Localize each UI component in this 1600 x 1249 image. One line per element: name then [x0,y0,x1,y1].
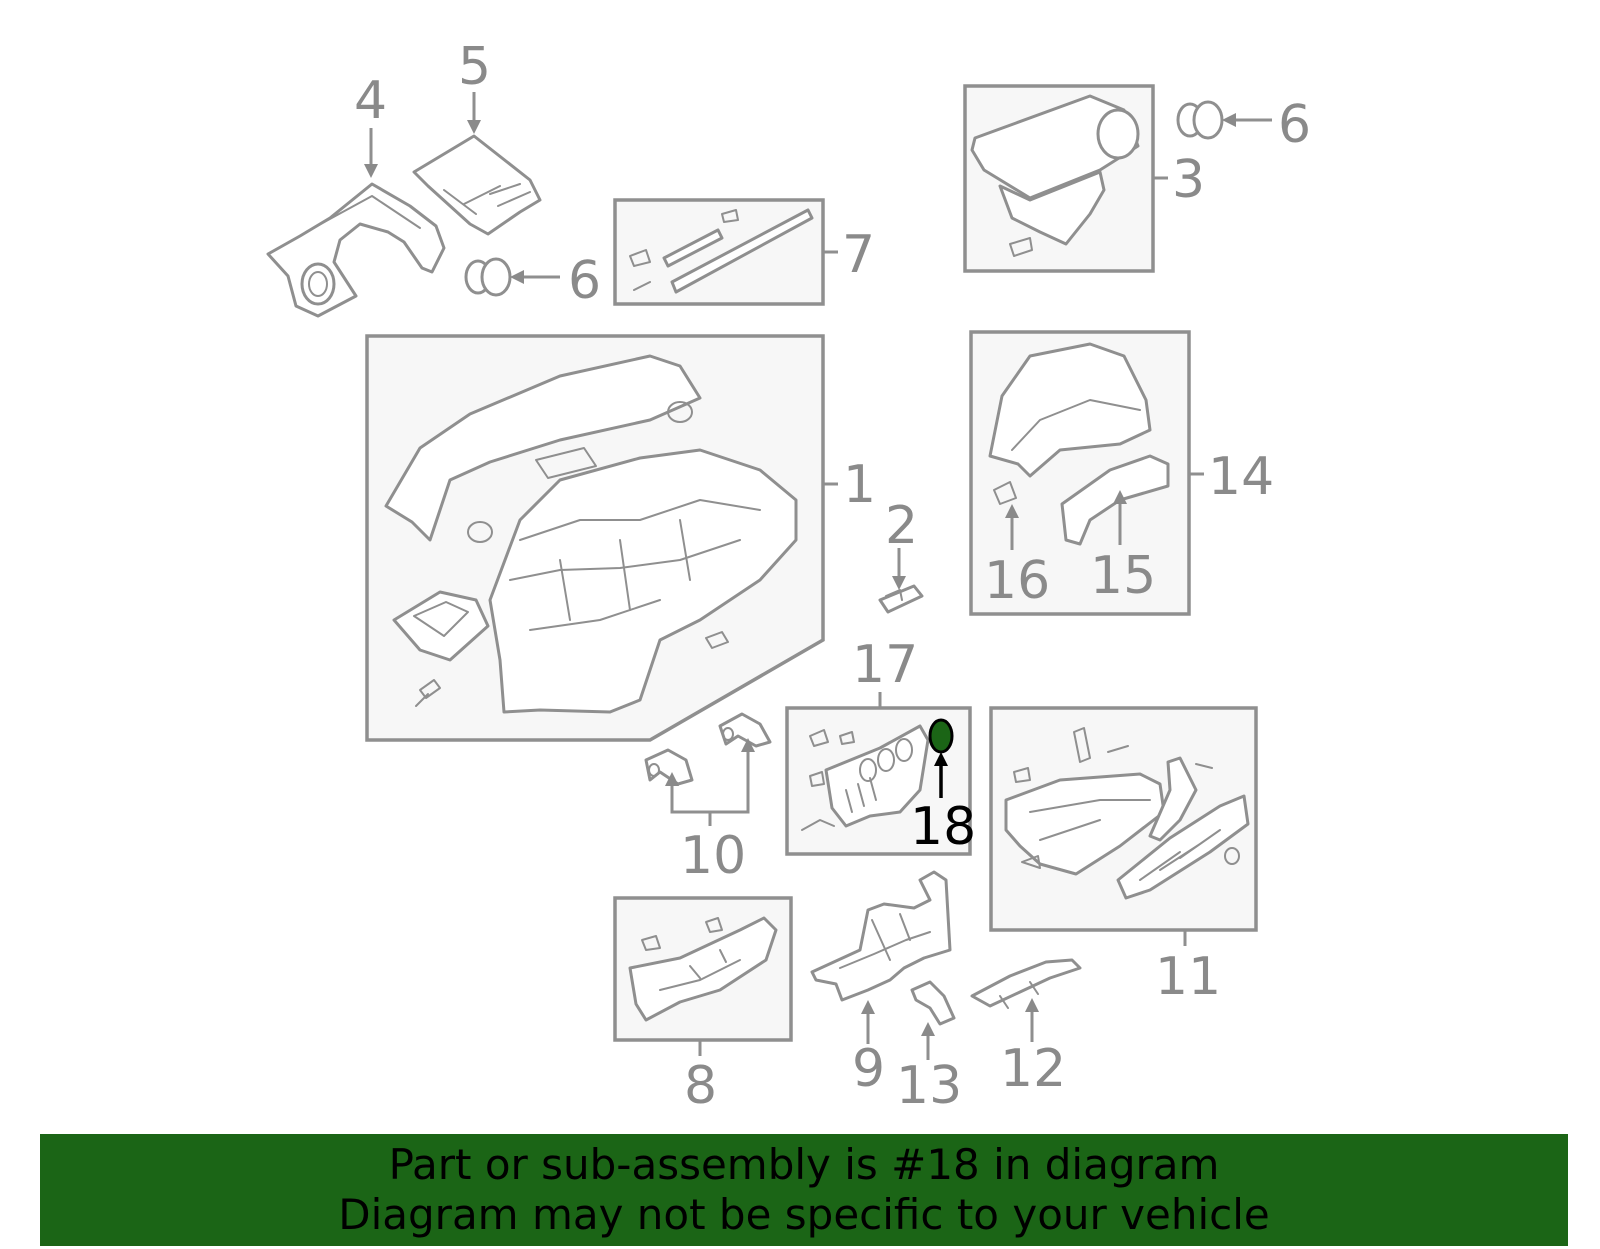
part-17-switch-panel [801,724,930,831]
part-18-highlighted[interactable] [928,718,954,754]
callout-6-left: 6 [568,251,601,311]
callout-3: 3 [1172,150,1205,210]
callout-12: 12 [1000,1039,1066,1099]
part-7-trim-strip [629,208,814,294]
part-1-instrument-panel [384,354,798,714]
arrowhead-12 [1025,998,1039,1012]
callout-4: 4 [354,71,387,131]
arrowhead-6b [1222,113,1236,127]
callout-16: 16 [984,551,1050,611]
callout-11: 11 [1155,947,1221,1007]
footer-banner: Part or sub-assembly is #18 in diagram D… [40,1134,1568,1246]
part-12-rail [970,958,1082,1009]
callout-10: 10 [680,826,746,886]
part-10-brackets [644,712,772,786]
callout-18: 18 [910,797,976,857]
parts-diagram: 1 2 3 4 5 6 6 7 8 9 10 11 12 13 14 15 16… [266,37,1311,1116]
callout-2: 2 [885,496,918,556]
callout-7: 7 [842,225,875,285]
part-9-lower-panel [810,870,952,1002]
arrowhead-10a [665,772,679,786]
panel-7 [613,198,825,306]
footer-line-2: Diagram may not be specific to your vehi… [338,1190,1270,1239]
arrowhead-2 [892,576,906,590]
callout-15: 15 [1090,546,1156,606]
part-2-bracket [878,584,924,614]
part-8-lower-trim [628,916,778,1022]
arrowhead-16 [1005,504,1019,518]
arrowhead-4 [364,164,378,178]
callout-5: 5 [458,37,491,97]
arrowhead-6a [510,270,524,284]
callout-6-right: 6 [1278,95,1311,155]
part-6-clip-right [1176,100,1224,140]
callout-8: 8 [684,1056,717,1116]
arrowhead-9 [861,1000,875,1014]
callout-1: 1 [843,455,876,515]
arrowhead-13 [921,1022,935,1036]
part-11-glove-box [1004,727,1250,900]
arrowhead-18 [934,752,948,766]
arrowhead-10b [741,738,755,752]
part-6-clip-left [464,257,512,297]
callout-14: 14 [1208,447,1274,507]
callout-17: 17 [852,635,918,695]
callout-9: 9 [852,1039,885,1099]
part-4-cluster-bezel [266,182,446,318]
arrowhead-5 [467,120,481,134]
part-5-upper-cover [412,134,542,236]
callout-13: 13 [896,1056,962,1116]
footer-line-1: Part or sub-assembly is #18 in diagram [388,1140,1220,1189]
part-3-center-panel [970,94,1140,257]
arrowhead-15 [1113,490,1127,504]
part-13-bracket [910,980,956,1026]
